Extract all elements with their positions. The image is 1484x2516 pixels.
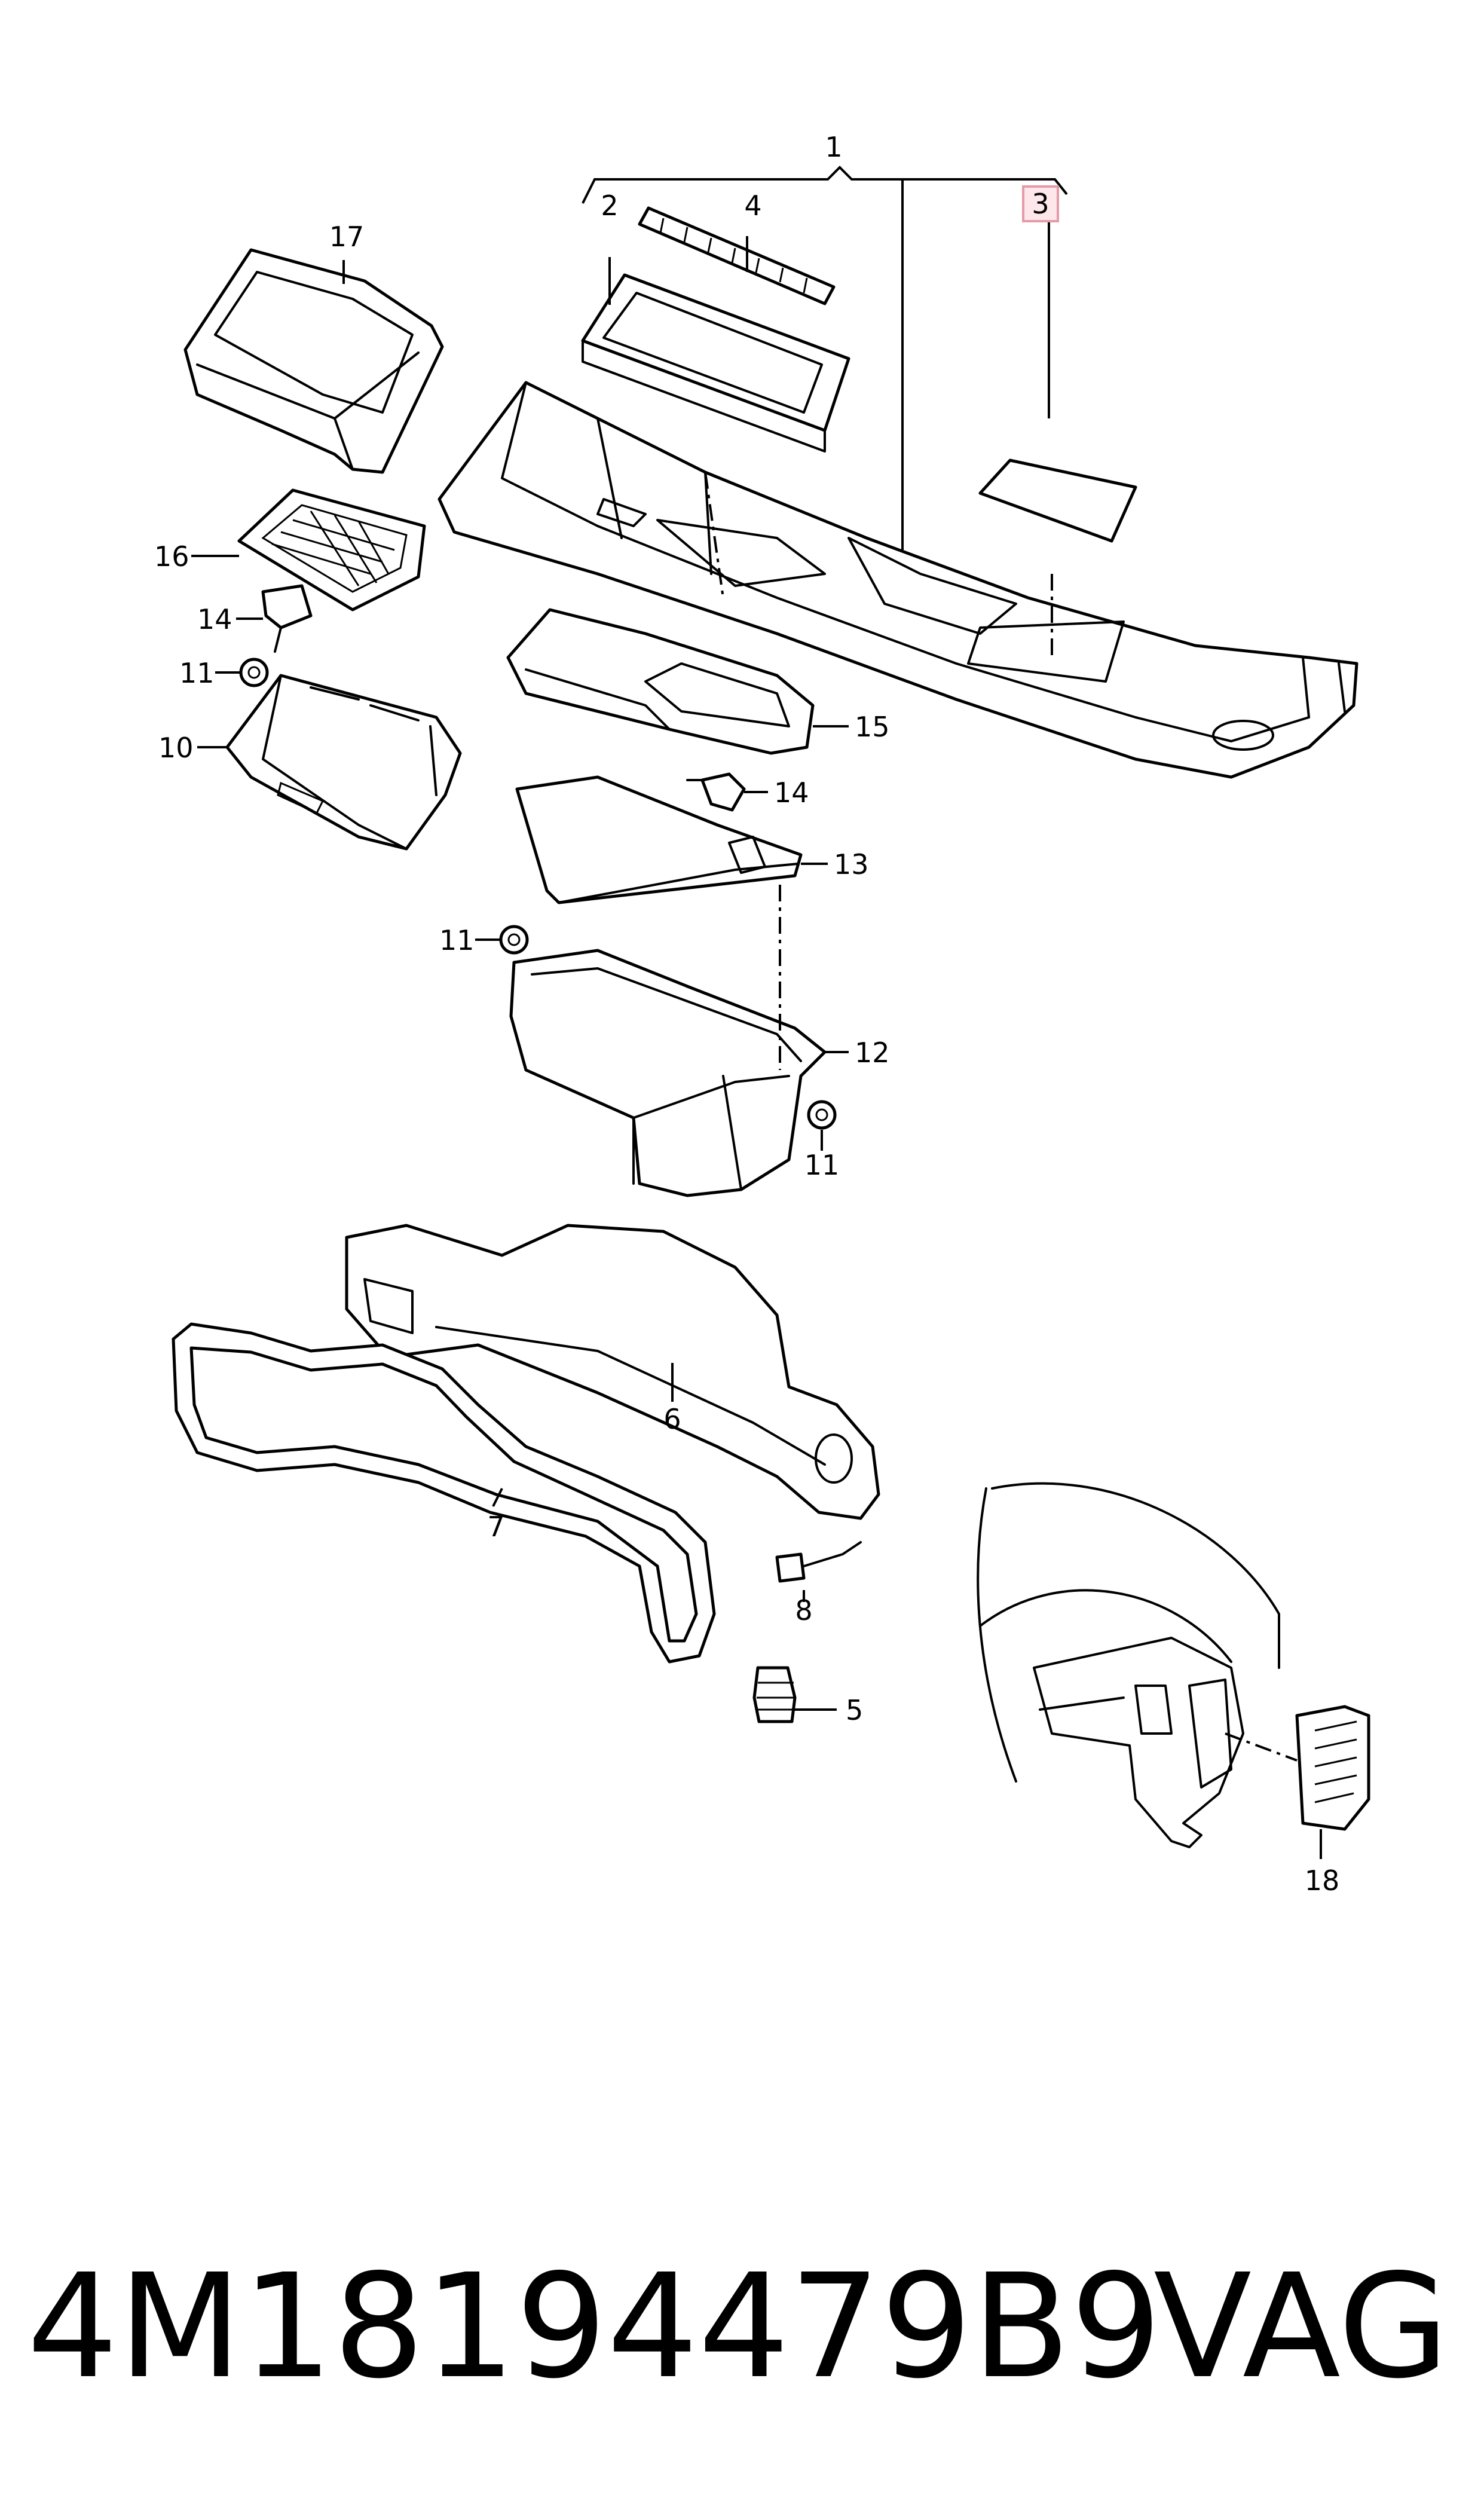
callout-labels: 1 2 3 4 5 6 7 8 10 11 11 11 12 13 14 14 …: [154, 131, 1339, 1897]
callout-11-middle: 11: [439, 924, 475, 956]
callout-17: 17: [329, 221, 365, 253]
callout-7: 7: [487, 1511, 504, 1543]
part-6-shield: [345, 1224, 880, 1520]
brand-label: VAG: [1153, 2243, 1449, 2410]
callout-1: 1: [825, 131, 842, 163]
callout-18: 18: [1305, 1864, 1340, 1897]
part-1-plenum-panel: [437, 381, 1358, 779]
callout-3-highlight: [1022, 185, 1059, 222]
callout-12: 12: [855, 1037, 890, 1069]
callout-14-left: 14: [197, 603, 232, 635]
callout-13: 13: [834, 848, 869, 881]
wheel-arch-body: [977, 1482, 1280, 1848]
callout-2: 2: [601, 189, 618, 222]
callout-6: 6: [663, 1403, 681, 1435]
part-17-housing: [183, 248, 444, 474]
part-11-nut-middle: [499, 925, 529, 955]
callout-11-upper: 11: [179, 657, 215, 689]
callout-16: 16: [154, 540, 189, 573]
callout-4: 4: [744, 189, 761, 222]
part-7-seal: [172, 1322, 716, 1664]
part-12-water-box: [509, 949, 827, 1197]
callout-5: 5: [846, 1694, 863, 1726]
callout-10: 10: [158, 732, 194, 764]
part-18-vent: [1295, 1705, 1370, 1831]
part-14-sensor-left: [261, 584, 313, 653]
part-13-bracket: [515, 775, 803, 904]
callout-8: 8: [795, 1594, 812, 1627]
part-11-nut-right: [807, 1100, 837, 1130]
part-5-clip: [752, 1666, 797, 1723]
part-14-sensor-middle: [686, 772, 746, 812]
part-3-pad: [978, 458, 1137, 543]
part-16-grille: [237, 488, 426, 612]
leader-lines: [191, 166, 1322, 1859]
callout-11-right: 11: [804, 1149, 840, 1181]
part-8-bolt: [775, 1541, 862, 1583]
callout-14-middle: 14: [774, 776, 809, 809]
callout-15: 15: [855, 711, 890, 743]
part-11-nut-upper: [239, 658, 269, 687]
part-2-frame: [581, 273, 850, 453]
part-15-tray: [506, 608, 815, 755]
part-number: 4M18194479B9: [27, 2243, 1162, 2410]
callout-3: 3: [1032, 188, 1049, 220]
part-4-seal-strip: [638, 206, 836, 305]
part-10-duct: [225, 674, 462, 851]
